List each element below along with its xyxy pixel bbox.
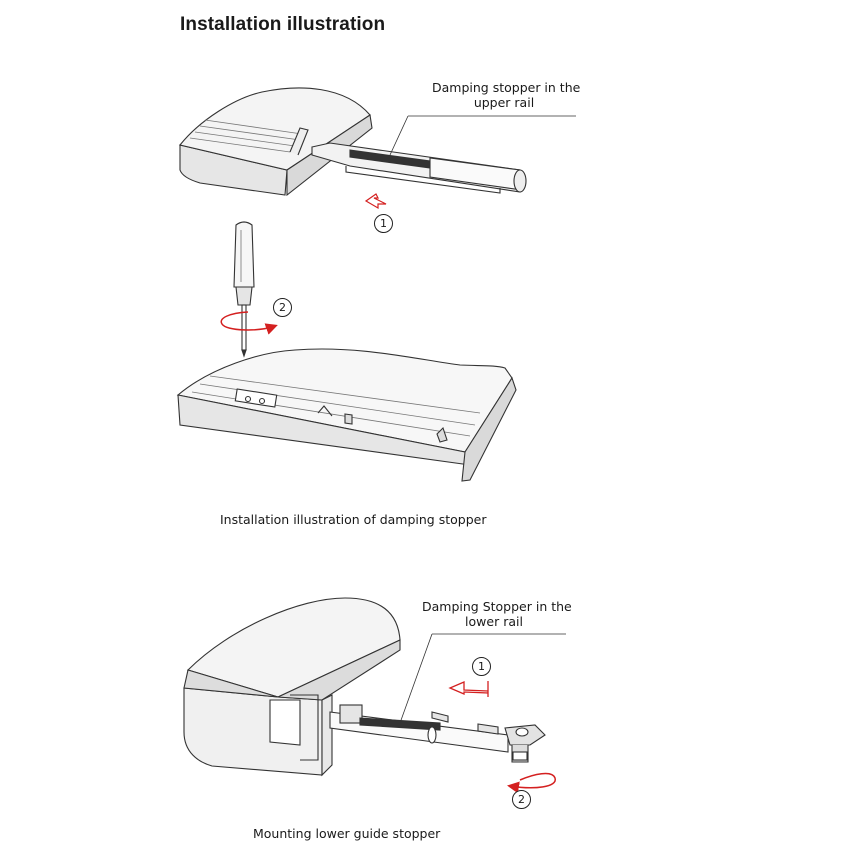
upper-figure-caption: Installation illustration of damping sto… [220,512,487,527]
lower-callout-line [399,633,433,724]
upper-step-2-badge: 2 [273,298,292,317]
rotate-arrow-icon [220,311,278,335]
upper-callout-line2: upper rail [473,95,535,110]
lower-callout-label: Damping Stopper in the lower rail [422,599,572,629]
lower-step-2-badge: 2 [512,790,531,809]
lower-cabinet-corner [183,597,401,777]
lower-damping-stopper [329,704,546,763]
upper-damping-stopper [311,142,527,194]
screwdriver-icon [233,221,255,358]
upper-callout-line1: Damping stopper in the [432,80,581,95]
upper-callout-line [389,115,409,156]
lower-callout-line1: Damping Stopper in the [422,599,572,614]
upper-cabinet-corner [179,87,373,197]
upper-push-arrow-icon [364,193,387,210]
lower-figure-caption: Mounting lower guide stopper [253,826,441,841]
page-title: Installation illustration [180,14,386,35]
lower-callout-line2: lower rail [465,614,523,629]
upper-rail-installed [176,348,517,482]
lower-push-arrow-icon [448,681,489,697]
upper-callout-label: Damping stopper in the upper rail [432,80,581,110]
upper-step-1-badge: 1 [374,214,393,233]
lower-step-1-badge: 1 [472,657,491,676]
lower-rotate-arrow-icon [507,772,556,794]
